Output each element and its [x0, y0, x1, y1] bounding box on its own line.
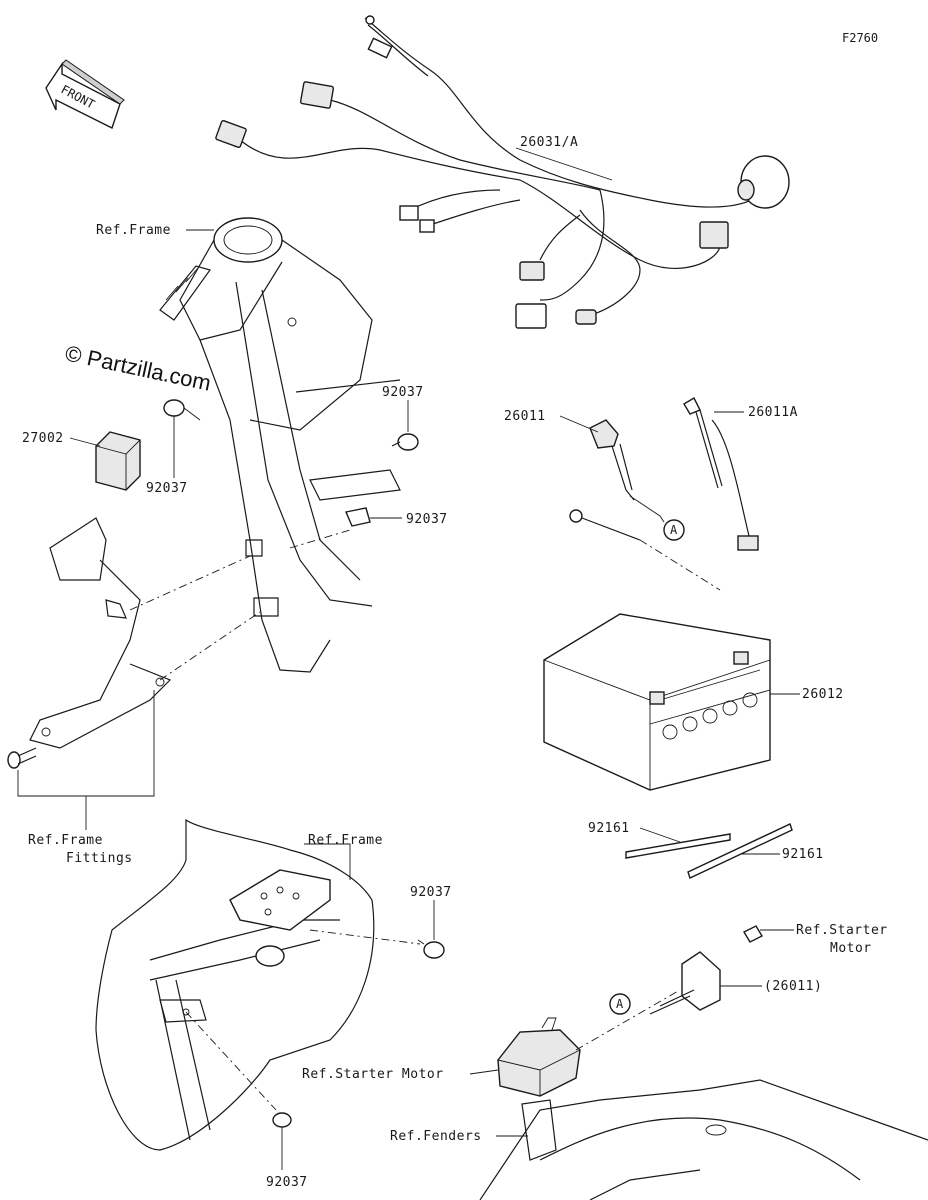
main-harness [215, 15, 790, 329]
callout-battery: 26012 [802, 687, 844, 702]
clamp-left [163, 399, 201, 421]
watermark: © Partzilla.com [63, 340, 213, 395]
dashed-cable-link [575, 989, 681, 1051]
connector-a-top-marker: A [663, 519, 685, 541]
leader-ref-frame-bottom [304, 843, 351, 880]
callout-clamp-bottom: 92037 [266, 1175, 308, 1190]
callout-relay-box: 27002 [22, 431, 64, 446]
connector-a-bottom-marker: A [609, 993, 631, 1015]
frame-lower [95, 818, 421, 1151]
leader-relay-box [69, 437, 101, 447]
battery-cable-negative [683, 397, 759, 551]
callout-clamp-bottom-right: 92037 [410, 885, 452, 900]
leader-connector-a-top [629, 495, 665, 523]
callout-band-2: 92161 [782, 847, 824, 862]
battery-band-2 [687, 823, 793, 879]
bolt-fitting [7, 747, 37, 769]
frame-upper [159, 217, 401, 673]
leader-cable-pos [559, 415, 599, 433]
mounting-bracket [29, 517, 261, 749]
starter-relay [497, 1017, 581, 1097]
clamp-bottom [272, 1112, 292, 1128]
connector-a-top-label: A [670, 523, 678, 537]
callout-ref-fenders: Ref.Fenders [390, 1129, 482, 1144]
callout-ref-starter-right-1: Ref.Starter [796, 923, 888, 938]
leader-frame-fittings [17, 690, 155, 797]
callout-clamp-left: 92037 [146, 481, 188, 496]
callout-cable-ref: (26011) [764, 979, 822, 994]
callout-ref-starter-left: Ref.Starter Motor [302, 1067, 444, 1082]
callout-ref-frame-bottom: Ref.Frame [308, 833, 383, 848]
cable-with-ring-terminal [569, 509, 721, 591]
callout-ref-frame-fittings-2: Fittings [66, 851, 133, 866]
callout-ref-starter-right-2: Motor [830, 941, 872, 956]
figure-code: F2760 [842, 31, 878, 45]
battery [543, 613, 771, 791]
starter-cable-boot [649, 951, 721, 1015]
starter-bolt [743, 925, 763, 943]
connector-a-bottom-label: A [616, 997, 624, 1011]
relay-box [95, 431, 141, 491]
battery-cable-positive [589, 419, 635, 501]
leader-band-1 [639, 827, 681, 843]
clamp-bottom-right [417, 939, 445, 959]
callout-cable-neg: 26011A [748, 405, 798, 420]
callout-clamp-top-right: 92037 [382, 385, 424, 400]
callout-clamp-mid: 92037 [406, 512, 448, 527]
leader-harness [515, 147, 613, 181]
callout-band-1: 92161 [588, 821, 630, 836]
fender [479, 1079, 928, 1200]
callout-ref-frame-fittings-1: Ref.Frame [28, 833, 103, 848]
leader-ref-starter-left [469, 1069, 499, 1075]
callout-cable-pos: 26011 [504, 409, 546, 424]
front-direction-arrow-icon: FRONT [45, 59, 125, 129]
callout-ref-frame-top: Ref.Frame [96, 223, 171, 238]
callout-harness: 26031/A [520, 135, 578, 150]
clamp-upper-right [391, 433, 419, 451]
battery-band-1 [625, 833, 731, 859]
clamp-mid [345, 507, 371, 527]
